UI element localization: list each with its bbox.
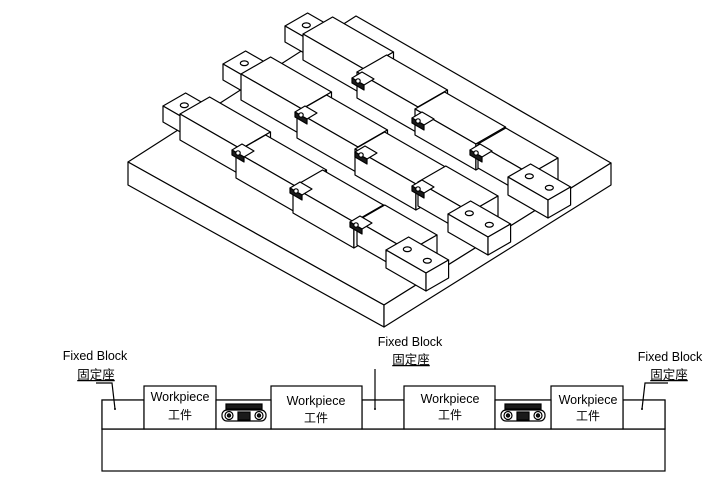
iso-clamp-8-screw [415,186,421,192]
iso-block-16-side [547,186,572,219]
front-base-plate [101,428,666,472]
workpiece-1-label-zh: 工件 [168,408,192,422]
front-clamp-2 [500,403,546,422]
front-clamp-1-center-block [237,411,251,421]
fixed-block-right-label-zh: 固定座 [650,367,688,382]
iso-clamp-9-screw [353,222,359,228]
labels: Fixed Block 固定座 Fixed Block 固定座 Fixed Bl… [63,335,703,425]
iso-block-17 [447,200,512,256]
front-clamp-2-screw-left-center [505,413,511,418]
front-clamp-2-top-bar [504,403,542,410]
iso-block-18 [385,236,450,292]
iso-block-17-side [487,223,512,256]
fixed-block-center-label-zh: 固定座 [392,352,430,367]
clamp-blocks [162,12,572,292]
iso-block-17-hole-1 [464,210,474,217]
iso-clamp-9 [349,215,373,235]
iso-clamp-5 [354,145,378,165]
fixed-block-left-label-zh: 固定座 [77,367,115,382]
clamp-mechanisms [221,403,546,422]
leader-right [641,382,668,410]
iso-block-2-hole-1 [239,60,249,67]
leader-lines [96,369,668,410]
iso-clamp-3-screw [235,150,241,156]
workpiece-1-label-en: Workpiece [151,390,210,404]
fixed-block-center-label-en: Fixed Block [378,335,443,349]
front-clamp-1 [221,403,267,422]
workpiece-4 [550,385,624,430]
fixed-block-right [622,399,666,430]
workpiece-2-label-en: Workpiece [287,394,346,408]
front-clamp-1-screw-right-center [256,413,262,418]
iso-block-3-hole-1 [179,102,189,109]
iso-clamp-2-screw [298,112,304,118]
iso-block-17-hole-2 [484,221,494,228]
fixed-block-left-label-en: Fixed Block [63,349,128,363]
iso-clamp-1 [351,71,375,91]
iso-clamp-7-screw [473,150,479,156]
iso-clamp-6 [289,181,313,201]
workpiece-2-label-zh: 工件 [304,411,328,425]
iso-clamp-7 [469,143,493,163]
iso-clamp-2 [294,105,318,125]
front-clamp-1-screw-left-center [226,413,232,418]
workpiece-1 [143,385,217,430]
workpiece-4-label-zh: 工件 [576,409,600,423]
front-clamp-1-top-bar [225,403,263,410]
leader-left [96,382,116,410]
workpiece-3-label-en: Workpiece [421,392,480,406]
front-clamp-2-center-block [516,411,530,421]
iso-block-18-side [425,259,450,292]
iso-clamp-4-screw [415,118,421,124]
front-clamp-2-screw-right-center [535,413,541,418]
workpiece-4-label-en: Workpiece [559,393,618,407]
iso-clamp-8 [411,179,435,199]
front-view [96,369,668,472]
iso-block-18-hole-1 [402,246,412,253]
isometric-view [127,12,612,328]
iso-block-16-hole-2 [544,184,554,191]
iso-block-18-hole-2 [422,257,432,264]
iso-clamp-3 [231,143,255,163]
workpiece-3-label-zh: 工件 [438,408,462,422]
iso-clamp-4 [411,111,435,131]
fixed-block-left [101,399,145,430]
iso-block-16-hole-1 [524,173,534,180]
iso-clamp-6-screw [293,188,299,194]
iso-clamp-1-screw [355,78,361,84]
iso-clamp-5-screw [358,152,364,158]
fixed-block-right-label-en: Fixed Block [638,350,703,364]
fixed-block-center [361,399,405,430]
iso-block-16 [507,163,572,219]
iso-block-1-hole-1 [301,22,311,29]
